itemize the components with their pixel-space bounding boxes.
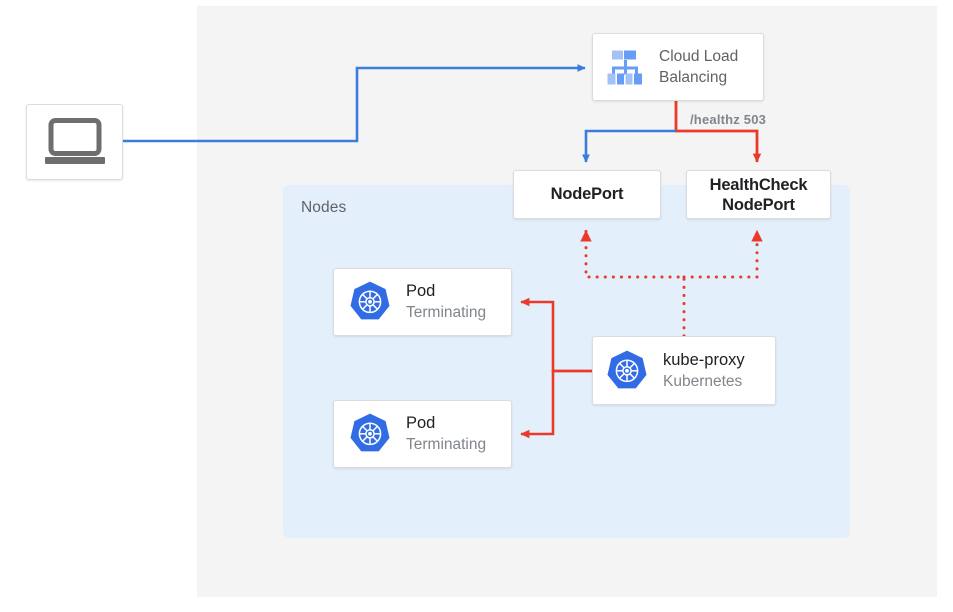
healthcheck-nodeport-label-line1: HealthCheck — [709, 175, 808, 194]
healthcheck-nodeport-label: HealthCheck NodePort — [710, 175, 808, 215]
laptop-icon — [44, 118, 105, 164]
pod-2-labels: Pod Terminating — [406, 413, 486, 455]
healthcheck-nodeport-label-line2: NodePort — [722, 195, 795, 214]
kube-proxy-labels: kube-proxy Kubernetes — [663, 350, 745, 392]
nodeport-label: NodePort — [550, 185, 624, 203]
healthcheck-nodeport-node[interactable]: HealthCheck NodePort — [686, 170, 831, 219]
cloud-load-balancing-icon — [607, 50, 642, 85]
cloud-load-balancing-label: Cloud Load Balancing — [659, 46, 738, 88]
pod-1-title: Pod — [406, 282, 436, 300]
cloud-load-balancing-label-line1: Cloud Load — [659, 48, 739, 65]
kube-proxy-node[interactable]: kube-proxy Kubernetes — [592, 336, 776, 405]
cloud-load-balancing-label-line2: Balancing — [659, 69, 728, 86]
pod-1-status: Terminating — [406, 304, 487, 321]
kubernetes-icon — [607, 350, 647, 388]
cloud-load-balancing-node[interactable]: Cloud Load Balancing — [592, 33, 764, 101]
pod-node-1[interactable]: Pod Terminating — [333, 268, 512, 336]
kubernetes-icon — [350, 413, 390, 452]
healthz-status-label: /healthz 503 — [690, 112, 767, 127]
nodes-region-label: Nodes — [301, 199, 347, 216]
pod-1-labels: Pod Terminating — [406, 281, 486, 323]
nodeport-node[interactable]: NodePort — [513, 170, 661, 219]
pod-2-status: Terminating — [406, 436, 487, 453]
pod-node-2[interactable]: Pod Terminating — [333, 400, 512, 468]
kube-proxy-title: kube-proxy — [663, 350, 745, 369]
kube-proxy-subtitle: Kubernetes — [663, 372, 743, 390]
client-node[interactable] — [26, 104, 123, 180]
kubernetes-icon — [350, 281, 390, 320]
pod-2-title: Pod — [406, 414, 436, 432]
